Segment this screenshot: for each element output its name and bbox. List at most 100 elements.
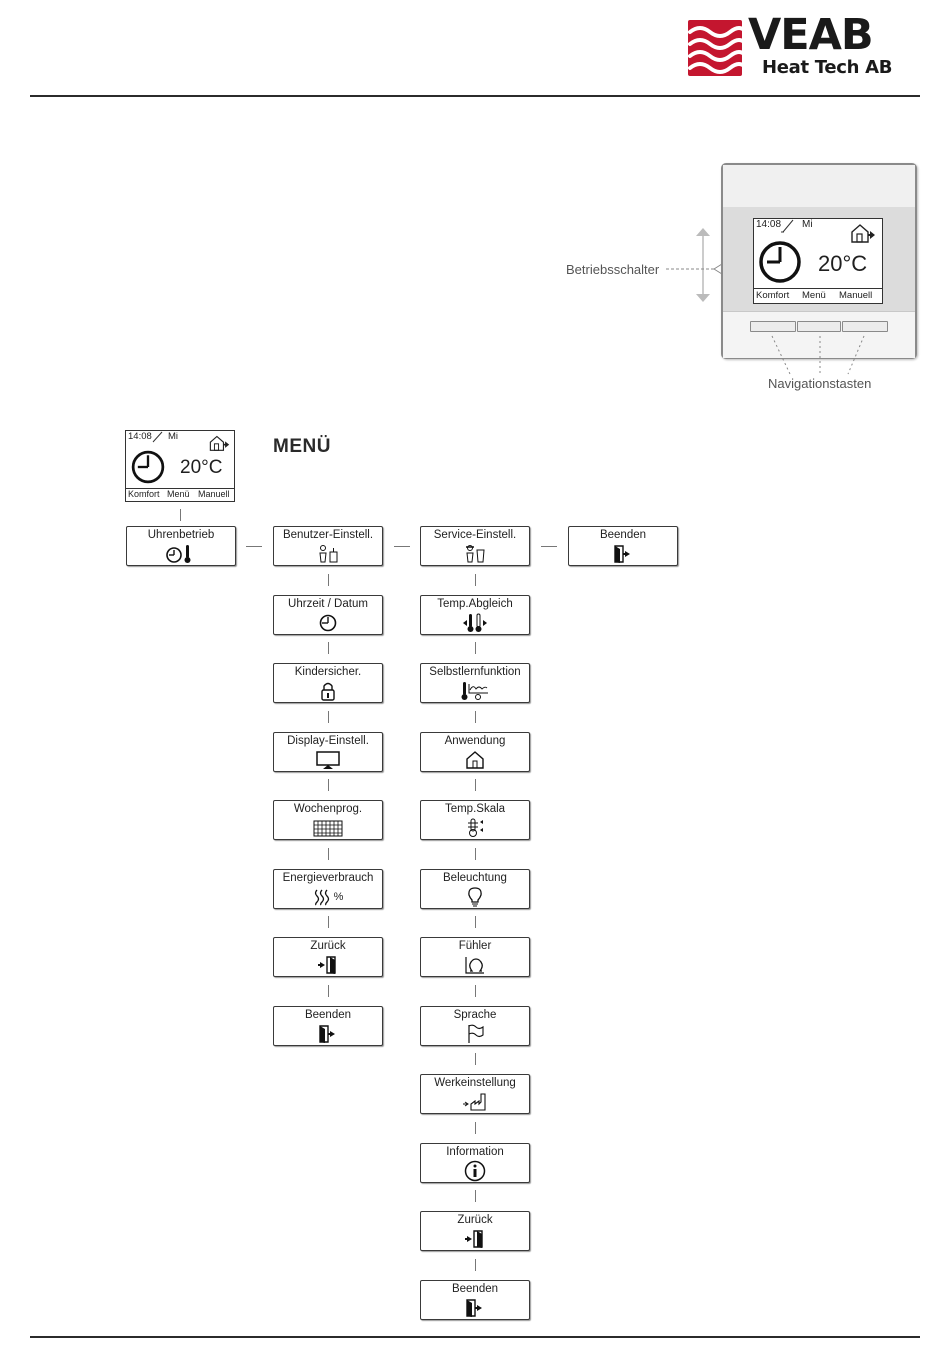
connector bbox=[475, 779, 476, 791]
service-icon bbox=[421, 544, 529, 563]
display-icon bbox=[274, 750, 382, 769]
menu-item-selbstlernfunktion[interactable]: Selbstlernfunktion bbox=[420, 663, 530, 703]
menu-lcd-time: 14:08 bbox=[128, 431, 152, 442]
connector bbox=[475, 1053, 476, 1065]
menu-item-service-einstell[interactable]: Service-Einstell. bbox=[420, 526, 530, 566]
lock-icon bbox=[274, 681, 382, 700]
lcd-day: Mi bbox=[802, 219, 813, 230]
menu-item-anwendung[interactable]: Anwendung bbox=[420, 732, 530, 772]
menu-item-uhrenbetrieb[interactable]: Uhrenbetrieb bbox=[126, 526, 236, 566]
softkey-menu: Menü bbox=[167, 489, 190, 499]
menu-item-beenden-top[interactable]: Beenden bbox=[568, 526, 678, 566]
menu-item-energieverbrauch[interactable]: Energieverbrauch % bbox=[273, 869, 383, 909]
connector bbox=[328, 711, 329, 723]
connector bbox=[475, 985, 476, 997]
menu-lcd-softkeys: Komfort Menü Manuell bbox=[126, 488, 234, 501]
menu-item-uhrzeit-datum[interactable]: Uhrzeit / Datum bbox=[273, 595, 383, 635]
menu-item-wochenprog[interactable]: Wochenprog. bbox=[273, 800, 383, 840]
sensor-ohm-icon bbox=[421, 955, 529, 974]
nav-keys-label: Navigationstasten bbox=[768, 376, 871, 391]
connector bbox=[475, 1190, 476, 1202]
footer-rule bbox=[30, 1336, 920, 1338]
energy-icon: % bbox=[274, 887, 382, 906]
flag-icon bbox=[421, 1024, 529, 1043]
factory-icon bbox=[421, 1092, 529, 1111]
veab-logo-waves-icon bbox=[688, 20, 742, 76]
connector bbox=[475, 1122, 476, 1134]
calendar-grid-icon bbox=[274, 818, 382, 837]
self-learning-icon bbox=[421, 681, 529, 700]
menu-item-fuehler[interactable]: Fühler bbox=[420, 937, 530, 977]
clock-icon bbox=[757, 239, 803, 285]
nav-button-left[interactable] bbox=[750, 321, 796, 332]
divider-slash-icon bbox=[151, 431, 165, 443]
user-settings-icon bbox=[274, 544, 382, 563]
temp-calibration-icon bbox=[421, 613, 529, 632]
menu-item-sprache[interactable]: Sprache bbox=[420, 1006, 530, 1046]
menu-item-kindersicher[interactable]: Kindersicher. bbox=[273, 663, 383, 703]
connector bbox=[475, 1259, 476, 1271]
softkey-manuell: Manuell bbox=[839, 290, 872, 301]
device-top-panel bbox=[723, 165, 915, 208]
connector bbox=[328, 779, 329, 791]
nav-button-right[interactable] bbox=[842, 321, 888, 332]
menu-item-information[interactable]: Information bbox=[420, 1143, 530, 1183]
menu-title: MENÜ bbox=[273, 436, 331, 458]
softkey-komfort: Komfort bbox=[128, 489, 160, 499]
menu-lcd-day: Mi bbox=[168, 431, 178, 442]
operation-switch-label: Betriebsschalter bbox=[566, 262, 659, 277]
menu-item-temp-skala[interactable]: Temp.Skala bbox=[420, 800, 530, 840]
exit-icon bbox=[569, 544, 677, 563]
connector bbox=[475, 916, 476, 928]
softkey-manuell: Manuell bbox=[198, 489, 230, 499]
menu-item-zurueck-user[interactable]: Zurück bbox=[273, 937, 383, 977]
connector bbox=[246, 546, 262, 547]
menu-item-temp-abgleich[interactable]: Temp.Abgleich bbox=[420, 595, 530, 635]
lcd-temperature: 20°C bbox=[818, 251, 867, 277]
softkey-menu: Menü bbox=[802, 290, 826, 301]
nav-keys-leaders bbox=[760, 334, 870, 378]
menu-item-werkeinstellung[interactable]: Werkeinstellung bbox=[420, 1074, 530, 1114]
energy-percent: % bbox=[334, 891, 344, 903]
connector bbox=[328, 985, 329, 997]
brand-subtitle: Heat Tech AB bbox=[762, 57, 892, 78]
connector bbox=[328, 916, 329, 928]
menu-item-benutzer-einstell[interactable]: Benutzer-Einstell. bbox=[273, 526, 383, 566]
lcd-softkeys: Komfort Menü Manuell bbox=[754, 288, 882, 303]
menu-item-beenden-user[interactable]: Beenden bbox=[273, 1006, 383, 1046]
divider-slash-icon bbox=[781, 219, 795, 233]
exit-icon bbox=[274, 1024, 382, 1043]
menu-item-beleuchtung[interactable]: Beleuchtung bbox=[420, 869, 530, 909]
brand-name: VEAB bbox=[748, 14, 873, 57]
menu-lcd-temperature: 20°C bbox=[180, 457, 222, 479]
connector bbox=[328, 848, 329, 860]
back-icon bbox=[421, 1229, 529, 1248]
connector bbox=[475, 642, 476, 654]
connector bbox=[475, 574, 476, 586]
lcd-time: 14:08 bbox=[756, 219, 781, 230]
bulb-icon bbox=[421, 887, 529, 906]
menu-item-zurueck-service[interactable]: Zurück bbox=[420, 1211, 530, 1251]
connector bbox=[328, 642, 329, 654]
connector bbox=[180, 509, 181, 521]
house-exit-icon bbox=[850, 222, 880, 244]
softkey-komfort: Komfort bbox=[756, 290, 789, 301]
menu-lcd-screen: 14:08 Mi 20°C Komfort Menü Manuell bbox=[125, 430, 235, 502]
operation-switch-leader bbox=[664, 262, 726, 276]
house-exit-icon bbox=[208, 434, 234, 452]
info-icon bbox=[421, 1161, 529, 1180]
menu-item-display-einstell[interactable]: Display-Einstell. bbox=[273, 732, 383, 772]
connector bbox=[475, 848, 476, 860]
clock-icon bbox=[130, 449, 166, 485]
back-icon bbox=[274, 955, 382, 974]
connector bbox=[541, 546, 557, 547]
device-lcd-screen: 14:08 Mi 20°C Komfort Menü Manuell bbox=[753, 218, 883, 304]
nav-button-middle[interactable] bbox=[797, 321, 841, 332]
house-icon bbox=[421, 750, 529, 769]
temp-scale-icon bbox=[421, 818, 529, 837]
connector bbox=[328, 574, 329, 586]
exit-icon bbox=[421, 1298, 529, 1317]
menu-item-beenden-service[interactable]: Beenden bbox=[420, 1280, 530, 1320]
clock-thermometer-icon bbox=[127, 544, 235, 563]
clock-icon bbox=[274, 613, 382, 632]
